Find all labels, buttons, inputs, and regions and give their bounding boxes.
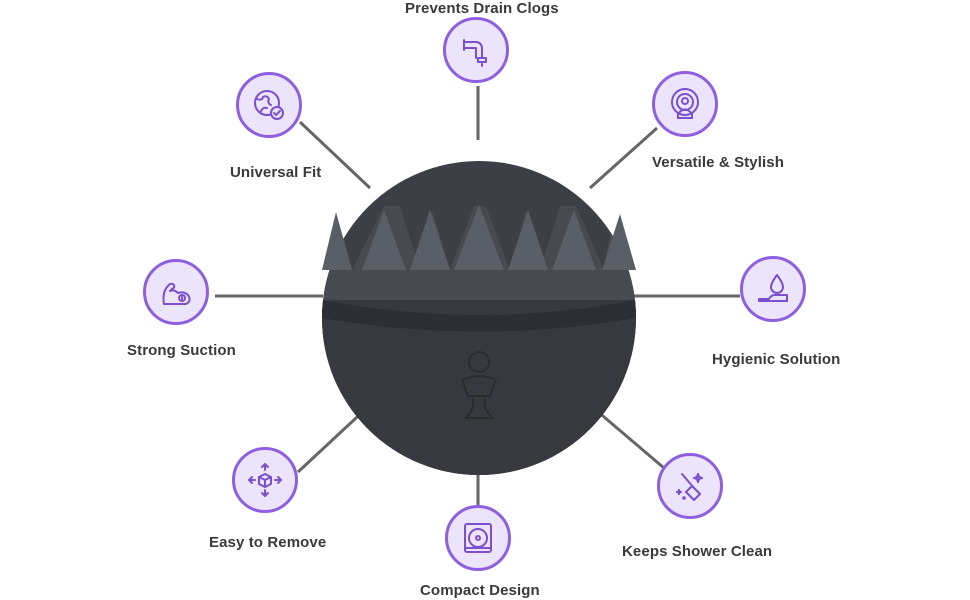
feature-label-compact: Compact Design	[420, 582, 540, 599]
broom-sparkle-icon	[657, 453, 723, 519]
feature-label-universal-fit: Universal Fit	[230, 164, 322, 181]
brand-logo-emboss	[460, 351, 498, 419]
connector-bottom-right	[589, 403, 665, 470]
drain-pipe-icon	[443, 17, 509, 83]
feature-label-versatile: Versatile & Stylish	[652, 154, 784, 171]
connector-top-left	[298, 120, 372, 190]
spike-7	[602, 214, 636, 270]
compact-disc-box-icon	[445, 505, 511, 571]
water-drop-icon	[740, 256, 806, 322]
spike-4	[454, 205, 504, 270]
spike-3	[410, 210, 450, 270]
feature-label-hygienic: Hygienic Solution	[712, 351, 841, 368]
flexed-arm-icon	[143, 259, 209, 325]
feature-label-strong-suction: Strong Suction	[127, 342, 236, 359]
connector-top-right	[588, 126, 659, 190]
cube-arrows-icon	[232, 447, 298, 513]
spike-2	[362, 210, 406, 270]
feature-label-keeps-clean: Keeps Shower Clean	[622, 543, 773, 560]
feature-label-easy-remove: Easy to Remove	[209, 534, 327, 551]
target-person-icon	[652, 71, 718, 137]
globe-check-icon	[236, 72, 302, 138]
spike-6	[552, 210, 596, 270]
spike-5	[508, 210, 548, 270]
feature-label-drain-clogs: Prevents Drain Clogs	[405, 0, 559, 17]
spike-1	[322, 212, 352, 270]
